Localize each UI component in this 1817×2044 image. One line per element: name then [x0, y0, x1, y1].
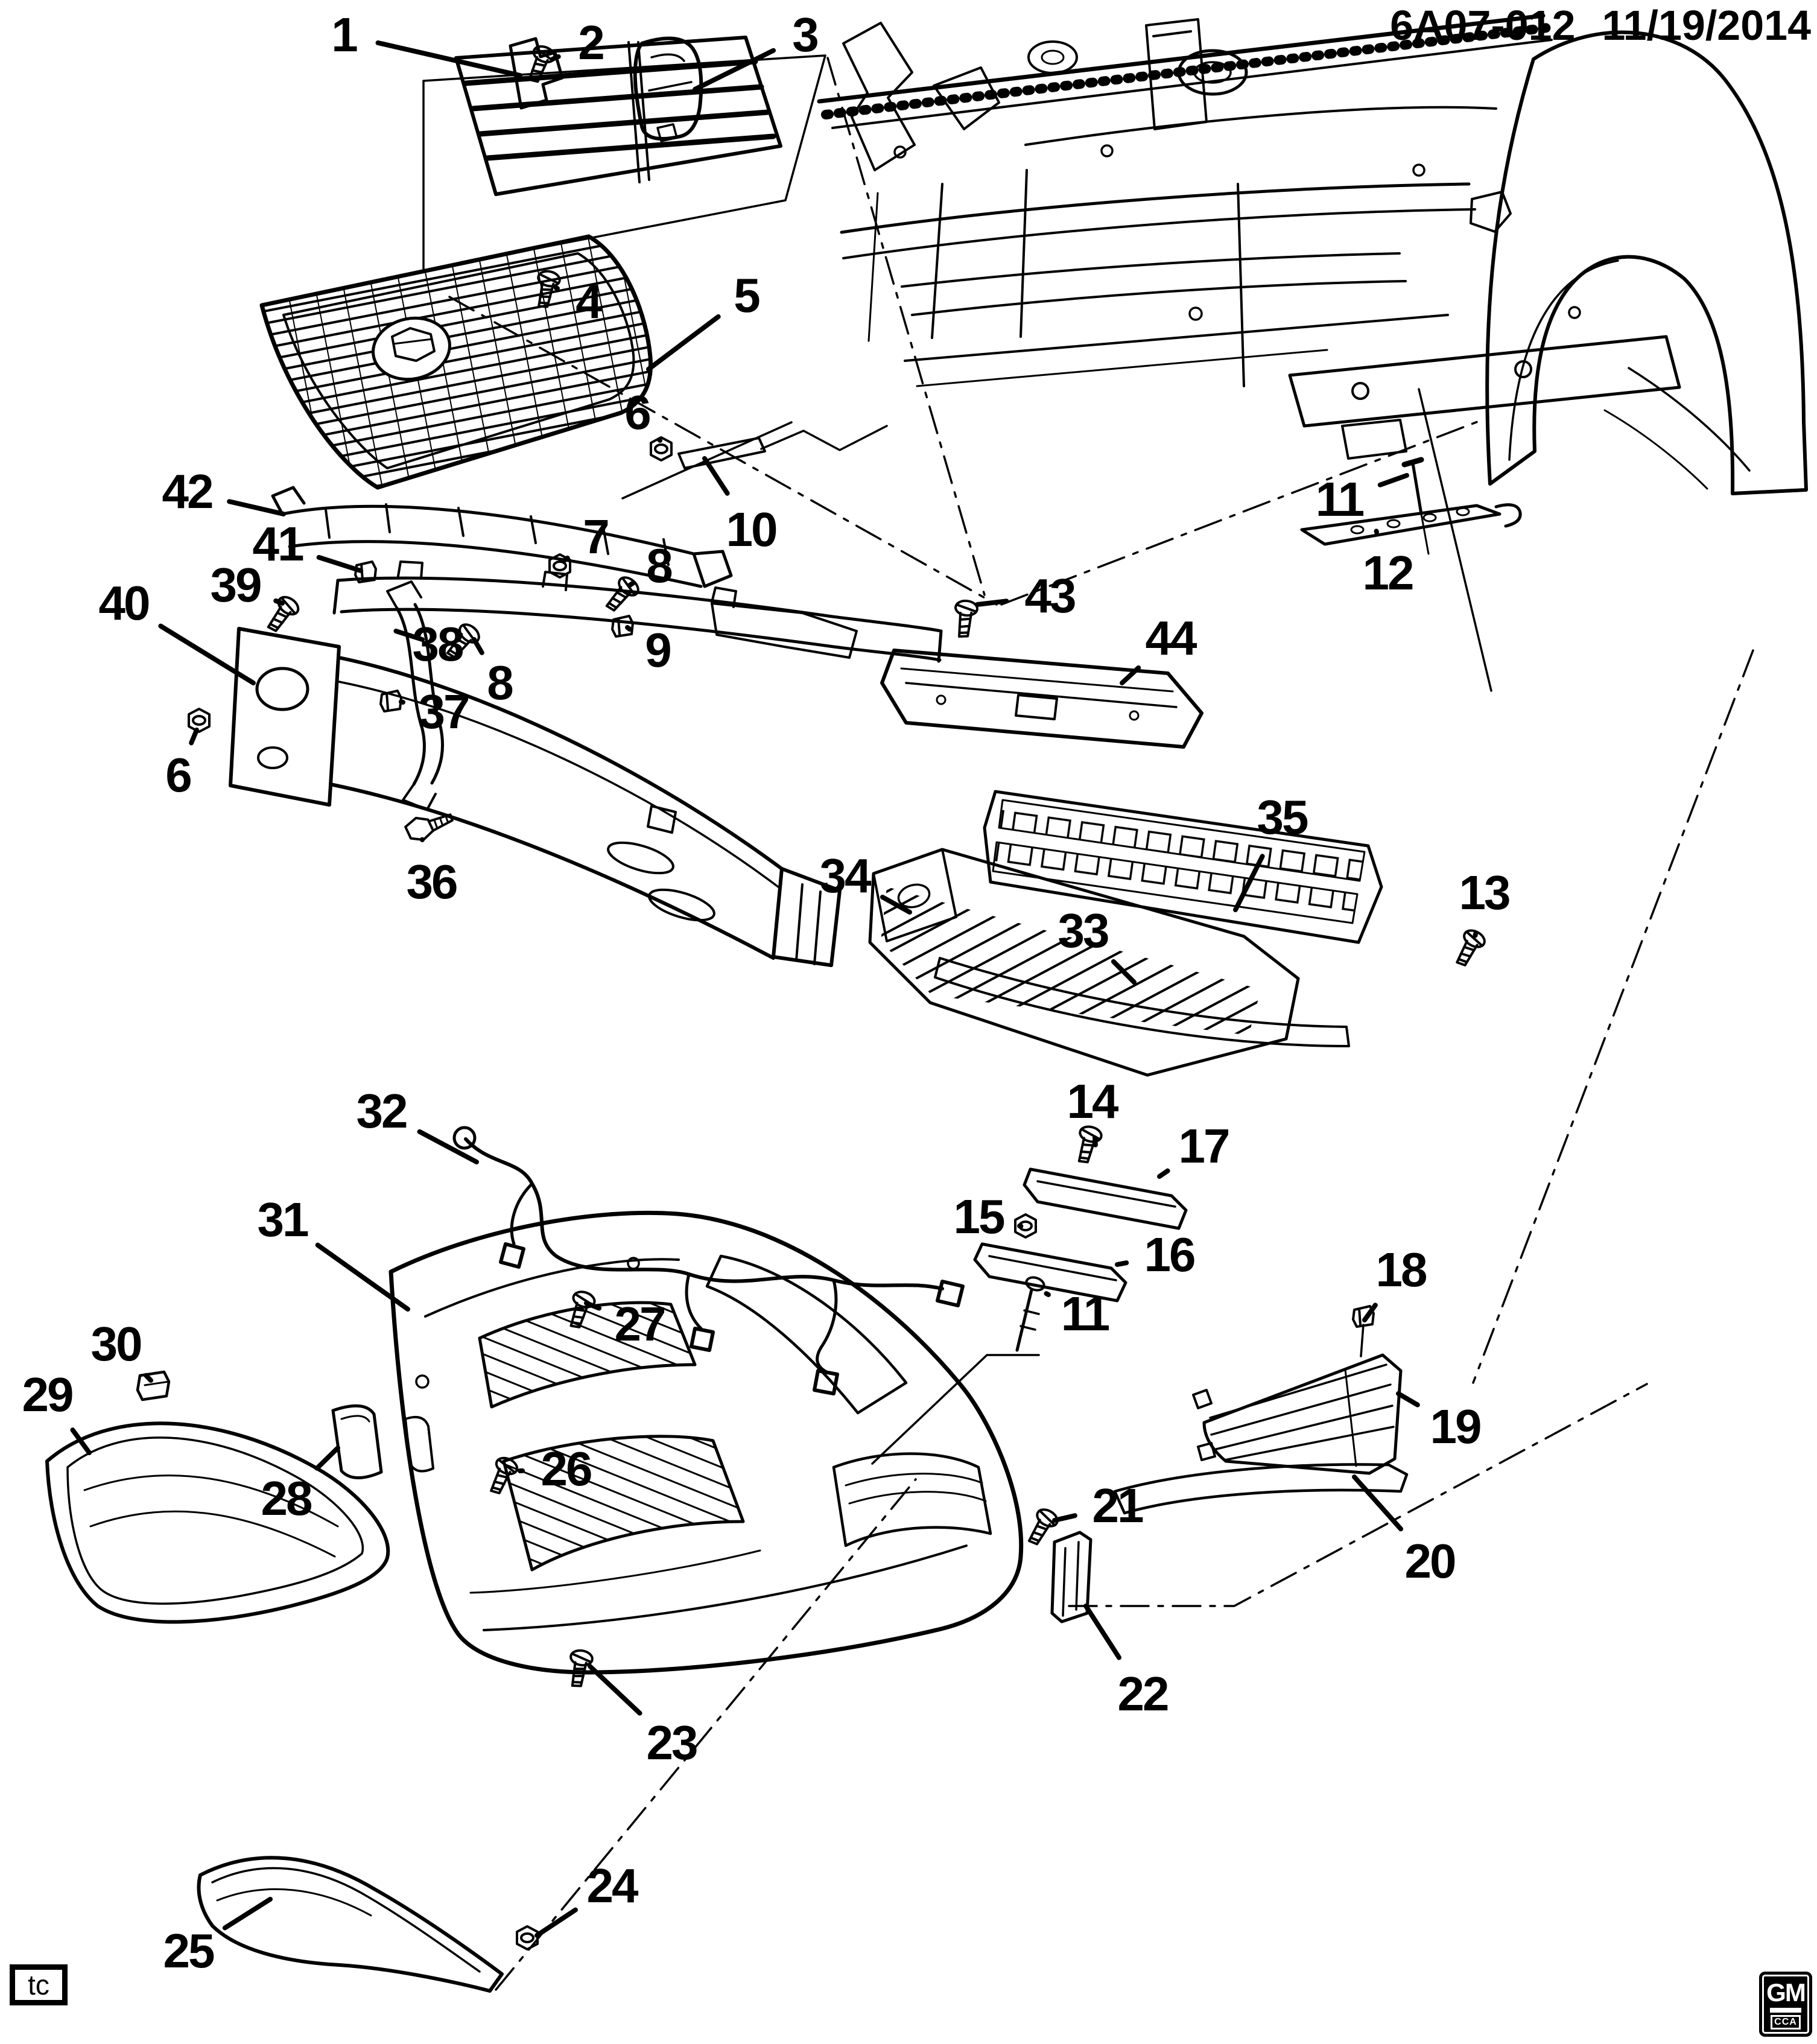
grille-emblem — [372, 316, 451, 381]
leader-line-24 — [534, 1907, 578, 1938]
leader-line-8-upper — [627, 580, 636, 588]
leader-line-16 — [1115, 1260, 1129, 1267]
leader-line-32 — [417, 1129, 479, 1164]
gm-logo-text: GM — [1766, 1978, 1806, 2007]
fog-lamp-bezel-19 — [1113, 1305, 1409, 1515]
bumper-fascia-31 — [388, 1210, 1024, 1690]
leader-line-44 — [1120, 665, 1141, 685]
leader-line-3 — [693, 48, 776, 92]
gm-logo: GM CCA — [1759, 1972, 1812, 2037]
bracket-12-part — [1300, 388, 1522, 692]
leader-line-11-center — [1044, 1291, 1051, 1297]
leader-line-13 — [1473, 932, 1478, 938]
leader-line-6-lower — [189, 728, 199, 746]
tc-tag-label: tc — [28, 1969, 49, 2001]
grille-part — [259, 234, 653, 490]
leader-line-33 — [1111, 959, 1137, 985]
leader-line-20 — [1352, 1474, 1404, 1532]
leader-line-18 — [1362, 1303, 1378, 1322]
leader-lines — [70, 40, 1478, 1938]
drawing-date: 11/19/2014 — [1602, 2, 1811, 49]
leader-line-27 — [584, 1301, 602, 1311]
radiator-tie-bar — [261, 553, 943, 713]
leader-line-30 — [144, 1373, 153, 1383]
leader-line-11-right — [1377, 473, 1409, 487]
leader-line-25 — [222, 1897, 273, 1931]
leader-line-39 — [273, 598, 285, 606]
leader-line-10 — [702, 456, 730, 496]
shutter-assembly-part — [422, 36, 826, 271]
leader-line-40 — [158, 623, 256, 685]
air-deflector-44 — [880, 598, 1203, 749]
drawing-number: 6A07-012 — [1390, 2, 1576, 49]
leader-line-7 — [561, 555, 570, 563]
gm-logo-subtext: CCA — [1771, 2015, 1801, 2030]
wiring-harness-32 — [452, 1126, 965, 1395]
bumper-brackets-14-17 — [871, 1123, 1188, 1465]
leader-line-9 — [625, 625, 632, 632]
leader-line-22 — [1083, 1604, 1122, 1660]
drawing-title: 6A07-012 11/19/2014 — [1390, 1, 1811, 49]
lower-grille-29 — [45, 1421, 390, 1624]
leader-line-43 — [975, 598, 1009, 607]
energy-absorber-34 — [868, 848, 1300, 1077]
tc-tag-box: tc — [10, 1964, 68, 2005]
leader-line-38 — [393, 629, 425, 642]
leader-line-1 — [375, 40, 522, 78]
side-bracket-22 — [1022, 1505, 1092, 1623]
mount-strip-33 — [934, 927, 1488, 1047]
leader-line-34 — [880, 894, 912, 915]
header-reinforcement-42 — [271, 486, 733, 588]
leader-line-28 — [314, 1446, 340, 1471]
leader-line-19 — [1396, 1391, 1420, 1408]
leader-line-17 — [1157, 1168, 1170, 1179]
leader-line-41 — [316, 554, 363, 573]
leader-line-29 — [70, 1427, 92, 1455]
energy-absorber-35 — [983, 790, 1383, 944]
tow-hook-cover-28 — [136, 1370, 383, 1479]
leader-line-14 — [1092, 1135, 1098, 1147]
leader-line-42 — [227, 499, 286, 516]
leader-line-23 — [588, 1664, 642, 1716]
lower-trim-25 — [197, 1856, 539, 1993]
sensor-bracket-10 — [621, 421, 888, 500]
construction-lines — [448, 57, 1754, 1991]
leader-line-15 — [1017, 1224, 1024, 1229]
leader-line-8-lower — [472, 637, 484, 655]
leader-line-2 — [550, 54, 561, 62]
leader-line-31 — [315, 1242, 410, 1312]
leader-line-5 — [646, 314, 721, 372]
leader-line-35 — [1233, 854, 1265, 912]
front-body-structure — [817, 13, 1808, 495]
leader-line-21 — [1052, 1513, 1077, 1523]
gm-logo-divider — [1770, 2008, 1801, 2013]
